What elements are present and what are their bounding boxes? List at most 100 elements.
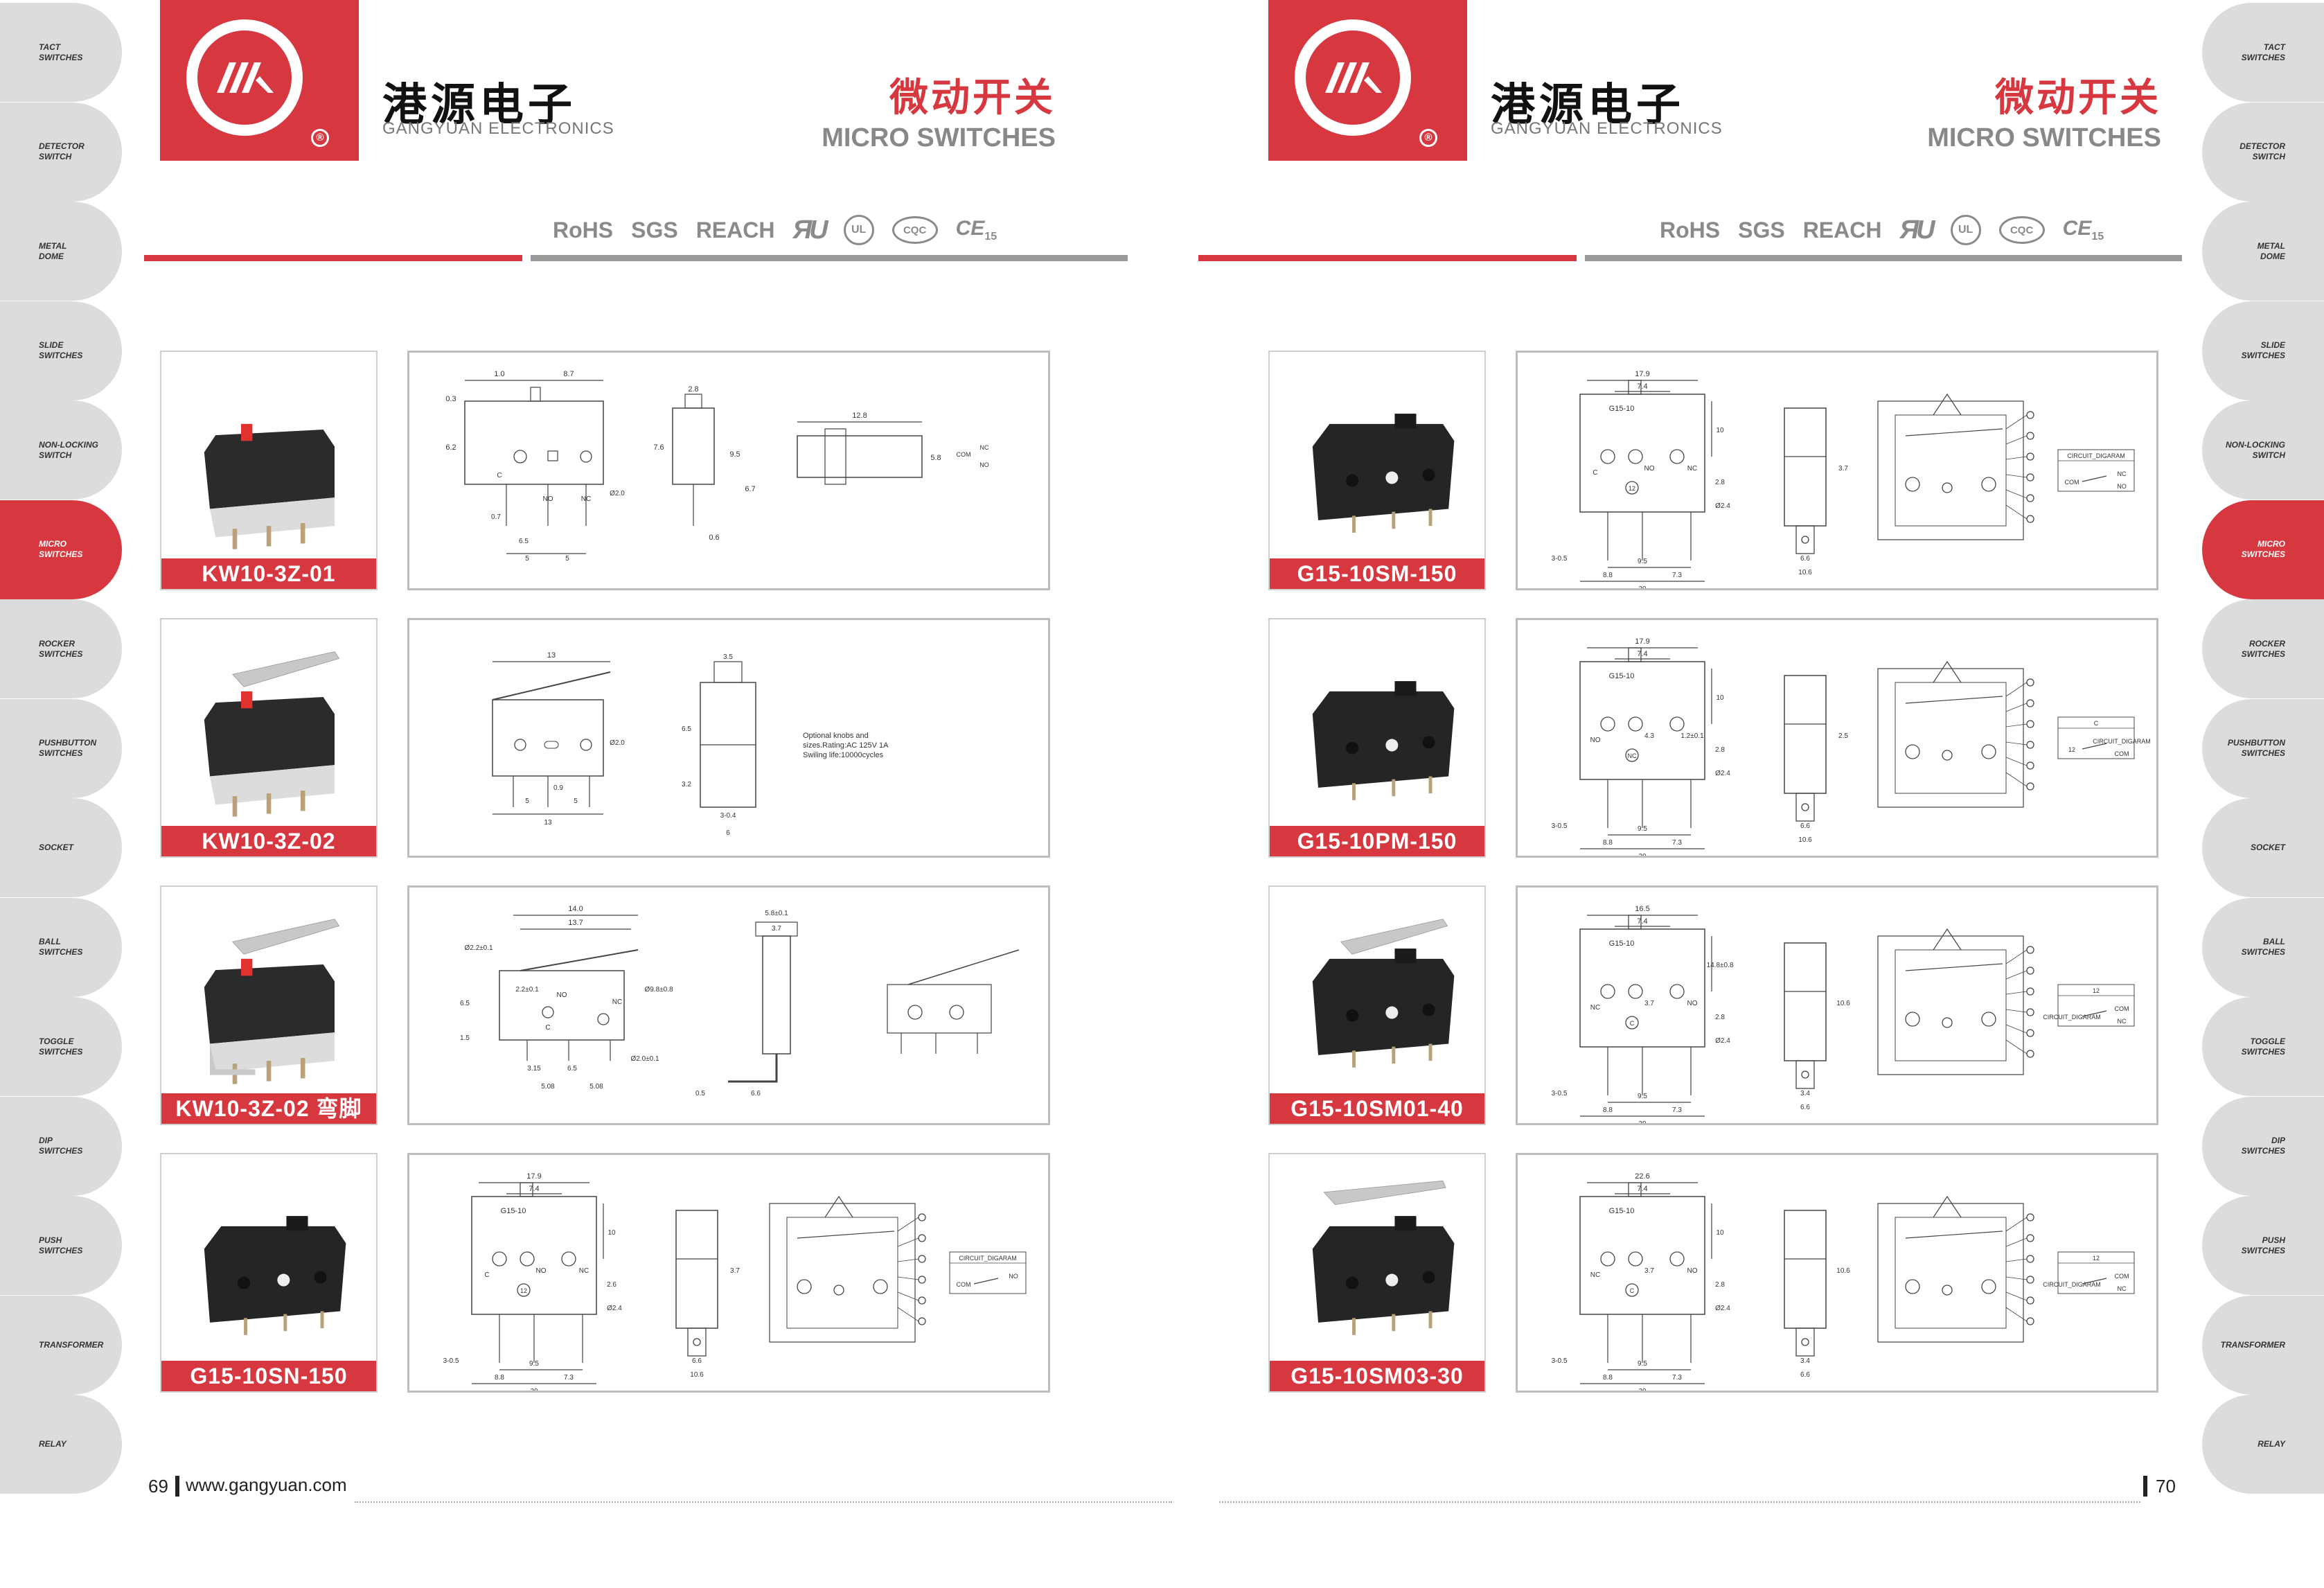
side-tab-7[interactable]: PUSHBUTTON SWITCHES bbox=[0, 698, 122, 798]
ul-cert-icon: UL bbox=[843, 215, 874, 245]
dimension-label: Ø2.2±0.1 bbox=[464, 944, 493, 952]
pin-label: NC bbox=[1687, 465, 1697, 473]
side-tab-13[interactable]: TRANSFORMER bbox=[0, 1295, 122, 1395]
side-tab-8[interactable]: SOCKET bbox=[0, 798, 122, 897]
circuit-diagram-title: CIRCUIT_DIGARAM bbox=[959, 1255, 1017, 1262]
side-tab-label: PUSHBUTTON SWITCHES bbox=[39, 738, 97, 758]
side-tab-11[interactable]: DIP SWITCHES bbox=[2202, 1096, 2324, 1196]
side-tab-label: TOGGLE SWITCHES bbox=[2241, 1036, 2285, 1057]
dimension-label: 3.5 bbox=[723, 653, 733, 661]
reach-cert: REACH bbox=[695, 217, 775, 242]
product-photo bbox=[204, 651, 340, 817]
dimension-label: 7.4 bbox=[1637, 917, 1647, 926]
ce-cert-icon: CE15 bbox=[2062, 217, 2104, 242]
product-photo bbox=[204, 423, 335, 549]
pin-label: C bbox=[484, 1271, 489, 1279]
brand-name-cn: 港源电子 bbox=[382, 80, 576, 131]
side-tab-12[interactable]: PUSH SWITCHES bbox=[2202, 1196, 2324, 1295]
dimension-label: Ø2.0±0.1 bbox=[630, 1055, 659, 1063]
dimension-label: 10 bbox=[1716, 1229, 1724, 1237]
side-tab-label: DIP SWITCHES bbox=[2241, 1136, 2285, 1156]
dimension-label: C bbox=[545, 1024, 550, 1032]
side-tab-1[interactable]: DETECTOR SWITCH bbox=[2202, 102, 2324, 202]
side-tab-12[interactable]: PUSH SWITCHES bbox=[0, 1196, 122, 1295]
side-tab-7[interactable]: PUSHBUTTON SWITCHES bbox=[2202, 698, 2324, 798]
side-tab-10[interactable]: TOGGLE SWITCHES bbox=[2202, 997, 2324, 1096]
side-tab-11[interactable]: DIP SWITCHES bbox=[0, 1096, 122, 1196]
dimension-label: 0.9 bbox=[553, 784, 563, 792]
model-number-label: G15-10SN-150 bbox=[161, 1361, 376, 1391]
side-tab-5[interactable]: MICRO SWITCHES bbox=[0, 500, 122, 599]
side-tab-6[interactable]: ROCKER SWITCHES bbox=[2202, 599, 2324, 698]
dimension-label: 2.6 bbox=[607, 1281, 617, 1289]
dimension-label: 17.9 bbox=[1635, 370, 1649, 378]
dimension-label: 3-0.5 bbox=[1552, 1090, 1568, 1097]
pin-label: C bbox=[1593, 469, 1597, 477]
side-tab-13[interactable]: TRANSFORMER bbox=[2202, 1295, 2324, 1395]
side-tab-5[interactable]: MICRO SWITCHES bbox=[2202, 500, 2324, 599]
side-tab-1[interactable]: DETECTOR SWITCH bbox=[0, 102, 122, 202]
technical-drawing-card: 22.67.4G15-10NC3.7NOC102.89.58.87.3203-0… bbox=[1516, 1153, 2158, 1393]
side-tab-0[interactable]: TACT SWITCHES bbox=[2202, 3, 2324, 102]
product-photo-card: KW10-3Z-02 弯脚 bbox=[160, 885, 378, 1125]
section-title-cn-right: 微动开关 bbox=[1995, 76, 2161, 121]
side-tab-label: RELAY bbox=[2258, 1439, 2285, 1449]
dimension-label: 2.2±0.1 bbox=[515, 986, 539, 994]
dimension-label: 3.7 bbox=[772, 925, 781, 933]
side-tab-14[interactable]: RELAY bbox=[2202, 1395, 2324, 1494]
pin-label: 1.2±0.1 bbox=[1680, 732, 1704, 740]
dimension-label: 3.4 bbox=[1800, 1090, 1810, 1097]
product-photo bbox=[1312, 1180, 1455, 1335]
dimension-drawing: 17.97.4G15-10CNONC12102.89.58.87.3203-0.… bbox=[1552, 370, 2135, 588]
dimension-label: 22.6 bbox=[1635, 1172, 1649, 1181]
side-tab-8[interactable]: SOCKET bbox=[2202, 798, 2324, 897]
side-tab-14[interactable]: RELAY bbox=[0, 1395, 122, 1494]
dimension-label: 8.8 bbox=[1603, 1374, 1613, 1382]
pin-label: NO bbox=[536, 1267, 547, 1275]
side-tab-10[interactable]: TOGGLE SWITCHES bbox=[0, 997, 122, 1096]
model-number-label: KW10-3Z-01 bbox=[161, 558, 376, 589]
dimension-label: 9.5 bbox=[1638, 825, 1647, 833]
circuit-nc: COM bbox=[2115, 1273, 2129, 1280]
side-tab-4[interactable]: NON-LOCKING SWITCH bbox=[2202, 400, 2324, 500]
side-tab-0[interactable]: TACT SWITCHES bbox=[0, 3, 122, 102]
side-tab-2[interactable]: METAL DOME bbox=[0, 202, 122, 301]
side-tab-2[interactable]: METAL DOME bbox=[2202, 202, 2324, 301]
rohs-cert: RoHS bbox=[553, 217, 614, 242]
product-photo-card: G15-10SM-150 bbox=[1268, 351, 1486, 590]
model-number-label: G15-10SM03-30 bbox=[1270, 1361, 1484, 1391]
pin-label: NO bbox=[1644, 465, 1655, 473]
product-photo bbox=[204, 1216, 346, 1335]
side-tab-4[interactable]: NON-LOCKING SWITCH bbox=[0, 400, 122, 500]
dimension-label: 8.8 bbox=[1603, 839, 1613, 847]
dimension-label: 6.6 bbox=[692, 1357, 702, 1365]
brand-name-en-right: GANGYUAN ELECTRONICS bbox=[1491, 119, 1723, 138]
pin-label: 4.3 bbox=[1644, 732, 1654, 740]
dimension-label: 7.3 bbox=[1672, 1106, 1682, 1114]
spec-note: Swiling life:10000cycles bbox=[803, 751, 884, 759]
side-tab-label: RELAY bbox=[39, 1439, 66, 1449]
side-tab-3[interactable]: SLIDE SWITCHES bbox=[2202, 301, 2324, 400]
dimension-label: 17.9 bbox=[526, 1172, 541, 1181]
pin-number: C bbox=[1630, 1020, 1635, 1027]
dimension-label: 1.5 bbox=[460, 1034, 470, 1042]
side-tab-3[interactable]: SLIDE SWITCHES bbox=[0, 301, 122, 400]
header-rule-red bbox=[144, 255, 522, 261]
cqc-cert-icon: CQC bbox=[1998, 216, 2045, 244]
dimension-label: Ø9.8±0.8 bbox=[644, 986, 673, 994]
circuit-diagram-title: 12 bbox=[2093, 1255, 2100, 1262]
side-tab-label: TOGGLE SWITCHES bbox=[39, 1036, 83, 1057]
side-tab-9[interactable]: BALL SWITCHES bbox=[0, 897, 122, 997]
product-photo-card: KW10-3Z-02 bbox=[160, 618, 378, 858]
product-photo bbox=[1312, 414, 1455, 533]
website-url[interactable]: www.gangyuan.com bbox=[186, 1474, 347, 1495]
model-number-label: G15-10SM01-40 bbox=[1270, 1093, 1484, 1124]
side-tab-6[interactable]: ROCKER SWITCHES bbox=[0, 599, 122, 698]
ur-cert-icon: ЯU bbox=[792, 215, 828, 245]
pin-label: NO bbox=[1590, 736, 1601, 744]
side-tab-9[interactable]: BALL SWITCHES bbox=[2202, 897, 2324, 997]
rohs-cert: RoHS bbox=[1660, 217, 1721, 242]
model-number-label: G15-10SM-150 bbox=[1270, 558, 1484, 589]
